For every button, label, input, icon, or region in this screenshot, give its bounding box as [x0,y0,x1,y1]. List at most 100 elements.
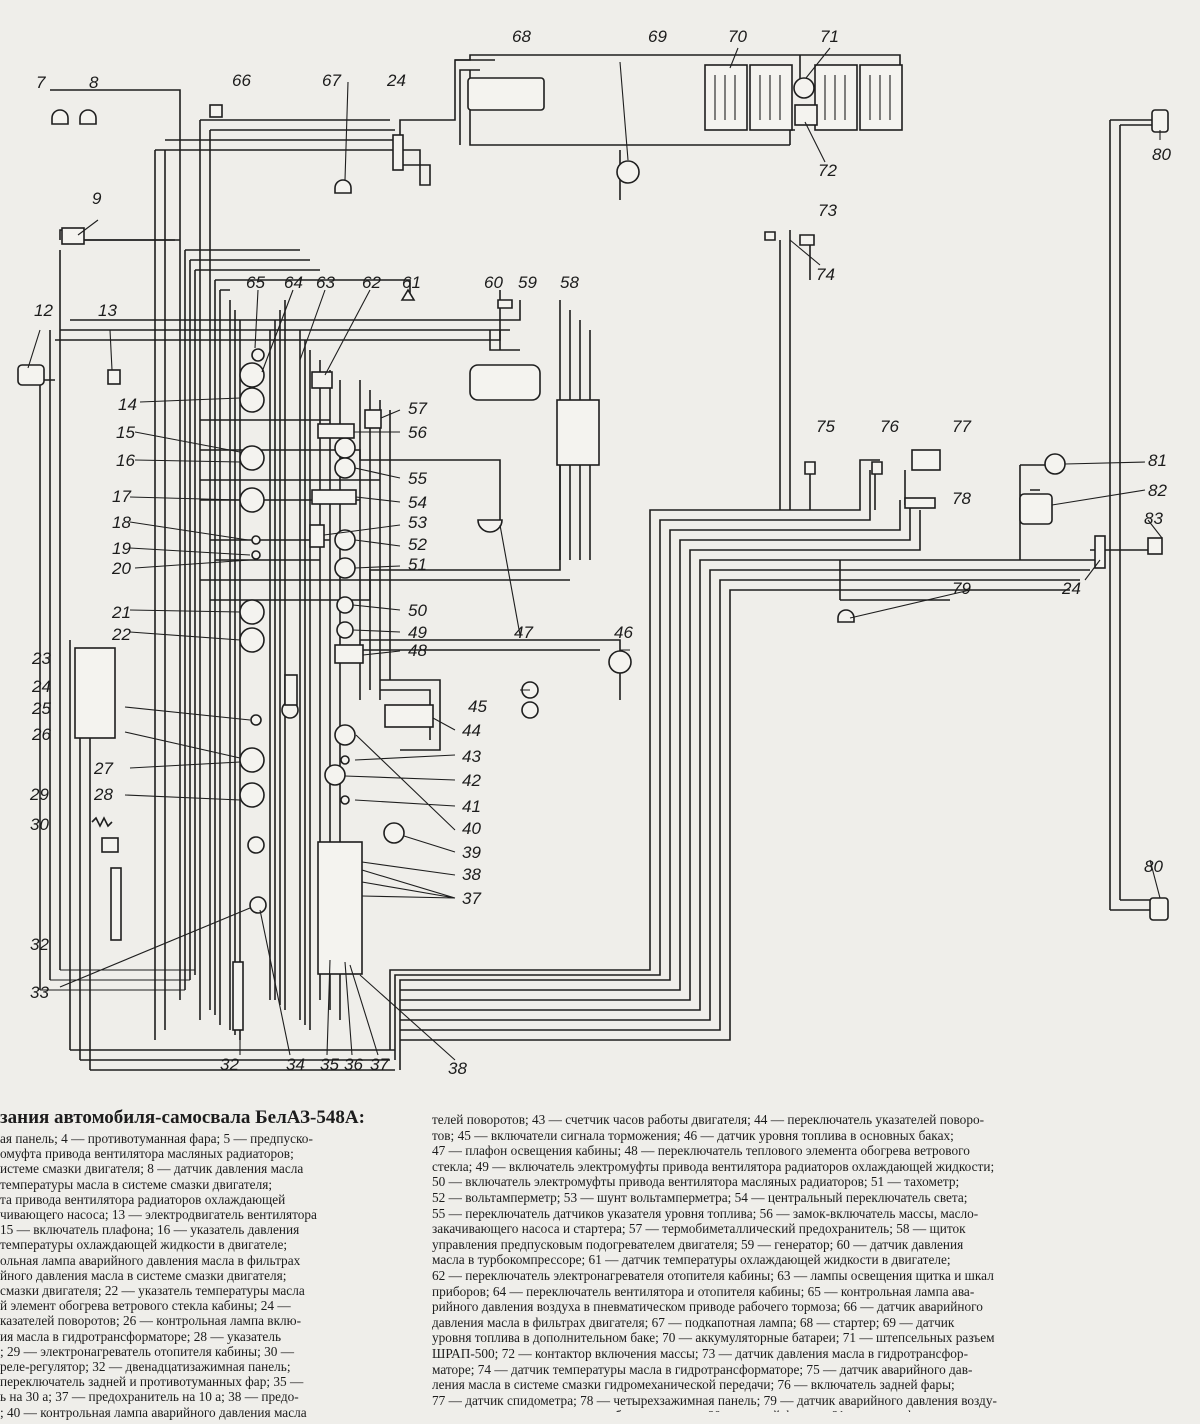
tail-lamp-80-bottom-symbol [1149,897,1169,921]
callout-37-bottom: 37 [370,1055,389,1074]
starter-68-symbol [467,77,545,111]
callout-34: 34 [286,1055,305,1074]
callout-80-top: 80 [1152,145,1171,164]
legend-right-line: 47 — плафон освещения кабины; 48 — перек… [432,1143,970,1159]
callout-12: 12 [34,301,53,320]
preheater-panel-58-symbol [556,399,600,466]
wiring-diagram: 7 8 66 67 24 68 69 70 71 72 80 9 12 13 6… [17,27,1171,1078]
callout-7: 7 [36,73,46,92]
legend-right-line: 55 — переключатель датчиков указателя ур… [432,1205,979,1221]
legend-left-line: смазки двигателя; 22 — указатель темпера… [0,1283,305,1299]
legend-right-lines: телей поворотов; 43 — счетчик часов рабо… [432,1112,1172,1412]
callout-77: 77 [952,417,971,436]
callout-8: 8 [89,73,99,92]
callout-78: 78 [952,489,971,508]
callout-15: 15 [116,423,135,442]
legend-title: зания автомобиля-самосвала БелАЗ-548А: [0,1107,365,1128]
legend-right-line: уровня топлива в дополнительном баке; 70… [432,1330,995,1346]
callout-numbers: 7 8 66 67 24 68 69 70 71 72 80 9 12 13 6… [29,27,1171,1078]
callout-51: 51 [408,555,427,574]
callout-18: 18 [112,513,131,532]
legend-right-line: телей поворотов; 43 — счетчик часов рабо… [432,1112,985,1127]
callout-36: 36 [344,1055,363,1074]
legend-left-line: йного давления масла в системе смазки дв… [0,1267,287,1283]
sensor-75-symbol [804,461,816,475]
leader-lines [27,47,1163,1061]
legend-left-line: ; 40 — контрольная лампа аварийного давл… [0,1404,307,1420]
callout-79: 79 [952,579,971,598]
legend-right-line: 52 — вольтамперметр; 53 — шунт вольтампе… [432,1189,968,1205]
callout-24-left: 24 [31,677,51,696]
legend-left-line: й элемент обогрева ветрового стекла каби… [0,1298,291,1314]
switch-62-symbol [311,371,333,389]
callout-55: 55 [408,469,427,488]
legend-left-line: 15 — включатель плафона; 16 — указатель … [0,1222,300,1238]
legend-right-line: рийного давления воздуха в пневматическо… [432,1299,983,1315]
panel-24-right-symbol [1094,535,1106,569]
legend-left-line: омуфта привода вентилятора масляных ради… [0,1146,294,1162]
callout-61: 61 [402,273,421,292]
wire-harness [39,54,1160,1071]
legend-right-line: маторе; 74 — датчик температуры масла в … [432,1361,973,1377]
legend-right-line: тов; 45 — включатели сигнала торможения;… [432,1127,954,1143]
lock-56-symbol [317,423,355,439]
legend-right-line: 77 — датчик спидометра; 78 — четырехзажи… [432,1392,997,1408]
legend-left-line: температуры масла в системе смазки двига… [0,1176,273,1192]
legend-left-lines: ая панель; 4 — противотуманная фара; 5 —… [0,1131,410,1422]
legend-right-column: телей поворотов; 43 — счетчик часов рабо… [432,1112,1172,1412]
legend-left-line: ; 29 — электронагреватель отопителя каби… [0,1343,295,1359]
legend-right-line: ха в пневматическом приводе рабочего тор… [432,1408,1172,1412]
fuel-sensor-69-symbol [616,160,640,184]
lamp-7-symbol [51,109,69,125]
turn-switch-44-symbol [384,704,434,728]
callout-22: 22 [111,625,131,644]
sensor-61-symbol [400,288,416,301]
callout-54: 54 [408,493,427,512]
legend-left-line: ия масла в гидротрансформаторе; 28 — ука… [0,1328,282,1344]
callout-28: 28 [93,785,113,804]
legend-left-line: чи; 41 — спидометр; 42 — контрольная лам… [0,1420,410,1422]
callout-57: 57 [408,399,427,418]
callout-64: 64 [284,273,303,292]
callout-63: 63 [316,273,335,292]
sensor-73-symbol [799,234,815,246]
callout-81: 81 [1148,451,1167,470]
callout-74: 74 [816,265,835,284]
callout-47: 47 [514,623,533,642]
sensor-79-symbol [837,609,855,623]
callout-62: 62 [362,273,381,292]
callout-30: 30 [30,815,49,834]
callout-32-left: 32 [30,935,49,954]
speed-sensor-77-symbol [911,449,941,471]
callout-26: 26 [31,725,51,744]
callout-13: 13 [98,301,117,320]
legend-left-line: температуры охлаждающей жидкости в двига… [0,1237,288,1253]
callout-67: 67 [322,71,341,90]
legend-right-line: давления масла в фильтрах двигателя; 67 … [432,1314,955,1330]
panel-32-bottom-symbol [232,961,244,1031]
panel-32-left-symbol [110,867,122,941]
callout-73: 73 [818,201,837,220]
switch-48-symbol [334,644,364,664]
callout-72: 72 [818,161,837,180]
callout-23: 23 [31,649,51,668]
plate-lamp-83-symbol [1147,537,1163,555]
callout-21: 21 [111,603,131,622]
callout-70: 70 [728,27,747,46]
callout-80-bottom: 80 [1144,857,1163,876]
callout-69: 69 [648,27,667,46]
panel-78-symbol [904,497,936,509]
legend-right-line: 50 — включатель электромуфты привода вен… [432,1174,960,1190]
legend-right-line: приборов; 64 — переключатель вентилятора… [432,1283,975,1299]
components [17,64,1169,1031]
legend-left-line: та привода вентилятора радиаторов охлажд… [0,1191,286,1207]
legend-left-line: казателей поворотов; 26 — контрольная ла… [0,1313,302,1329]
lamp-8-symbol [79,109,97,125]
cabin-lamp-47-symbol [477,519,503,533]
callout-56: 56 [408,423,427,442]
sensor-60-symbol [497,299,513,309]
switch-76-symbol [871,461,883,475]
callout-68: 68 [512,27,531,46]
callout-59: 59 [518,273,537,292]
callout-65: 65 [246,273,265,292]
